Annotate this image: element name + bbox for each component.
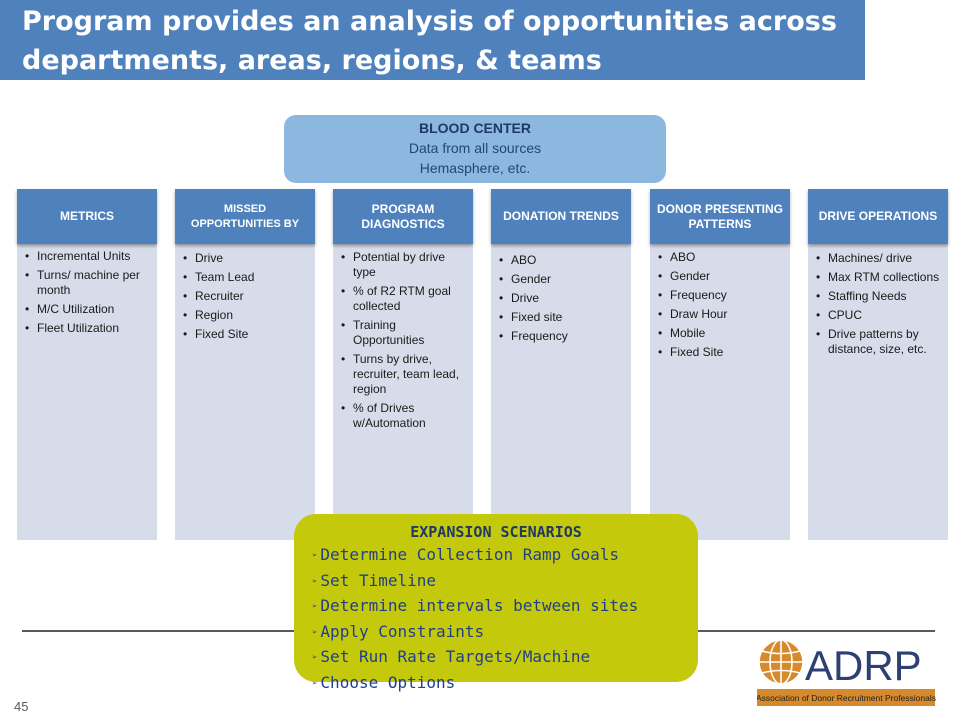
list-item: Training Opportunities [341, 318, 465, 348]
column-list: Drive Team Lead Recruiter Region Fixed S… [175, 251, 262, 346]
arrow-bullet-icon: ➢ [312, 627, 318, 638]
expansion-scenarios-box: EXPANSION SCENARIOS ➢Determine Collectio… [294, 514, 698, 692]
list-item: % of Drives w/Automation [341, 401, 465, 431]
column-header-label: DONATION TRENDS [503, 209, 619, 223]
expansion-title: EXPANSION SCENARIOS [410, 523, 582, 541]
list-item: Staffing Needs [816, 289, 940, 304]
expansion-item-label: Apply Constraints [320, 621, 485, 641]
column-header: PROGRAM DIAGNOSTICS [333, 189, 473, 244]
list-item: Fixed Site [183, 327, 254, 342]
list-item: ➢Determine Collection Ramp Goals [312, 544, 638, 570]
list-item: ➢Set Run Rate Targets/Machine [312, 646, 638, 672]
list-item: Recruiter [183, 289, 254, 304]
column-metrics: METRICS Incremental Units Turns/ machine… [17, 189, 157, 540]
column-drive-operations: DRIVE OPERATIONS Machines/ drive Max RTM… [808, 189, 948, 540]
column-header: DONATION TRENDS [491, 189, 631, 244]
title-bar: Program provides an analysis of opportun… [0, 0, 865, 80]
blood-center-box: BLOOD CENTER Data from all sources Hemas… [284, 115, 666, 183]
list-item: ➢Determine intervals between sites [312, 595, 638, 621]
list-item: CPUC [816, 308, 940, 323]
expansion-item-label: Choose Options [320, 672, 456, 692]
expansion-list: ➢Determine Collection Ramp Goals ➢Set Ti… [312, 544, 638, 697]
column-list: ABO Gender Frequency Draw Hour Mobile Fi… [650, 250, 735, 364]
column-donor-presenting-patterns: DONOR PRESENTING PATTERNS ABO Gender Fre… [650, 189, 790, 540]
column-header-label: MISSED OPPORTUNITIES BY [190, 202, 300, 230]
list-item: Frequency [658, 288, 727, 303]
page-title: Program provides an analysis of opportun… [22, 6, 837, 76]
column-header-label: METRICS [60, 209, 114, 223]
list-item: Machines/ drive [816, 251, 940, 266]
arrow-bullet-icon: ➢ [312, 576, 318, 587]
logo-subtitle: Association of Donor Recruitment Profess… [757, 693, 936, 703]
list-item: Gender [499, 272, 568, 287]
column-header-label: DRIVE OPERATIONS [818, 209, 938, 223]
list-item: Fixed site [499, 310, 568, 325]
list-item: Region [183, 308, 254, 323]
adrp-logo: ADRP Association of Donor Recruitment Pr… [756, 636, 937, 708]
arrow-bullet-icon: ➢ [312, 551, 318, 561]
column-header: DRIVE OPERATIONS [808, 189, 948, 244]
blood-center-line-1: Data from all sources [408, 140, 542, 156]
list-item: Team Lead [183, 270, 254, 285]
column-list: Machines/ drive Max RTM collections Staf… [808, 251, 948, 361]
column-program-diagnostics: PROGRAM DIAGNOSTICS Potential by drive t… [333, 189, 473, 540]
list-item: Mobile [658, 326, 727, 341]
column-donation-trends: DONATION TRENDS ABO Gender Drive Fixed s… [491, 189, 631, 540]
list-item: Incremental Units [25, 249, 149, 264]
column-header: DONOR PRESENTING PATTERNS [650, 189, 790, 244]
list-item: Drive [499, 291, 568, 306]
arrow-bullet-icon: ➢ [312, 653, 318, 663]
list-item: Frequency [499, 329, 568, 344]
expansion-item-label: Set Run Rate Targets/Machine [320, 647, 591, 666]
column-missed-opportunities: MISSED OPPORTUNITIES BY Drive Team Lead … [175, 189, 315, 540]
list-item: Fleet Utilization [25, 321, 149, 336]
list-item: ➢Apply Constraints [312, 621, 638, 647]
list-item: ➢Set Timeline [312, 570, 638, 596]
list-item: Drive [183, 251, 254, 266]
column-list: ABO Gender Drive Fixed site Frequency [491, 253, 576, 348]
list-item: Fixed Site [658, 345, 727, 360]
list-item: M/C Utilization [25, 302, 149, 317]
column-header-label: PROGRAM DIAGNOSTICS [361, 201, 445, 231]
column-header: MISSED OPPORTUNITIES BY [175, 189, 315, 244]
expansion-item-label: Determine Collection Ramp Goals [320, 545, 620, 564]
logo-wordmark: ADRP [805, 642, 922, 689]
blood-center-title: BLOOD CENTER [419, 120, 531, 136]
list-item: Draw Hour [658, 307, 727, 322]
arrow-bullet-icon: ➢ [312, 678, 318, 689]
column-list: Potential by drive type % of R2 RTM goal… [333, 250, 473, 435]
list-item: Turns/ machine per month [25, 268, 149, 298]
list-item: ABO [499, 253, 568, 268]
list-item: % of R2 RTM goal collected [341, 284, 465, 314]
adrp-logo-graphic: ADRP Association of Donor Recruitment Pr… [756, 639, 936, 706]
list-item: Gender [658, 269, 727, 284]
list-item: Turns by drive, recruiter, team lead, re… [341, 352, 465, 397]
page-number: 45 [14, 699, 29, 714]
list-item: ABO [658, 250, 727, 265]
blood-center-line-2: Hemasphere, etc. [419, 160, 531, 176]
arrow-bullet-icon: ➢ [312, 602, 318, 612]
column-header-label: DONOR PRESENTING PATTERNS [656, 201, 783, 231]
column-list: Incremental Units Turns/ machine per mon… [17, 249, 157, 340]
expansion-item-label: Determine intervals between sites [320, 596, 639, 615]
expansion-item-label: Set Timeline [320, 570, 437, 590]
list-item: Drive patterns by distance, size, etc. [816, 327, 940, 357]
column-header: METRICS [17, 189, 157, 244]
list-item: ➢Choose Options [312, 672, 638, 698]
list-item: Max RTM collections [816, 270, 940, 285]
globe-icon [758, 639, 804, 685]
list-item: Potential by drive type [341, 250, 465, 280]
